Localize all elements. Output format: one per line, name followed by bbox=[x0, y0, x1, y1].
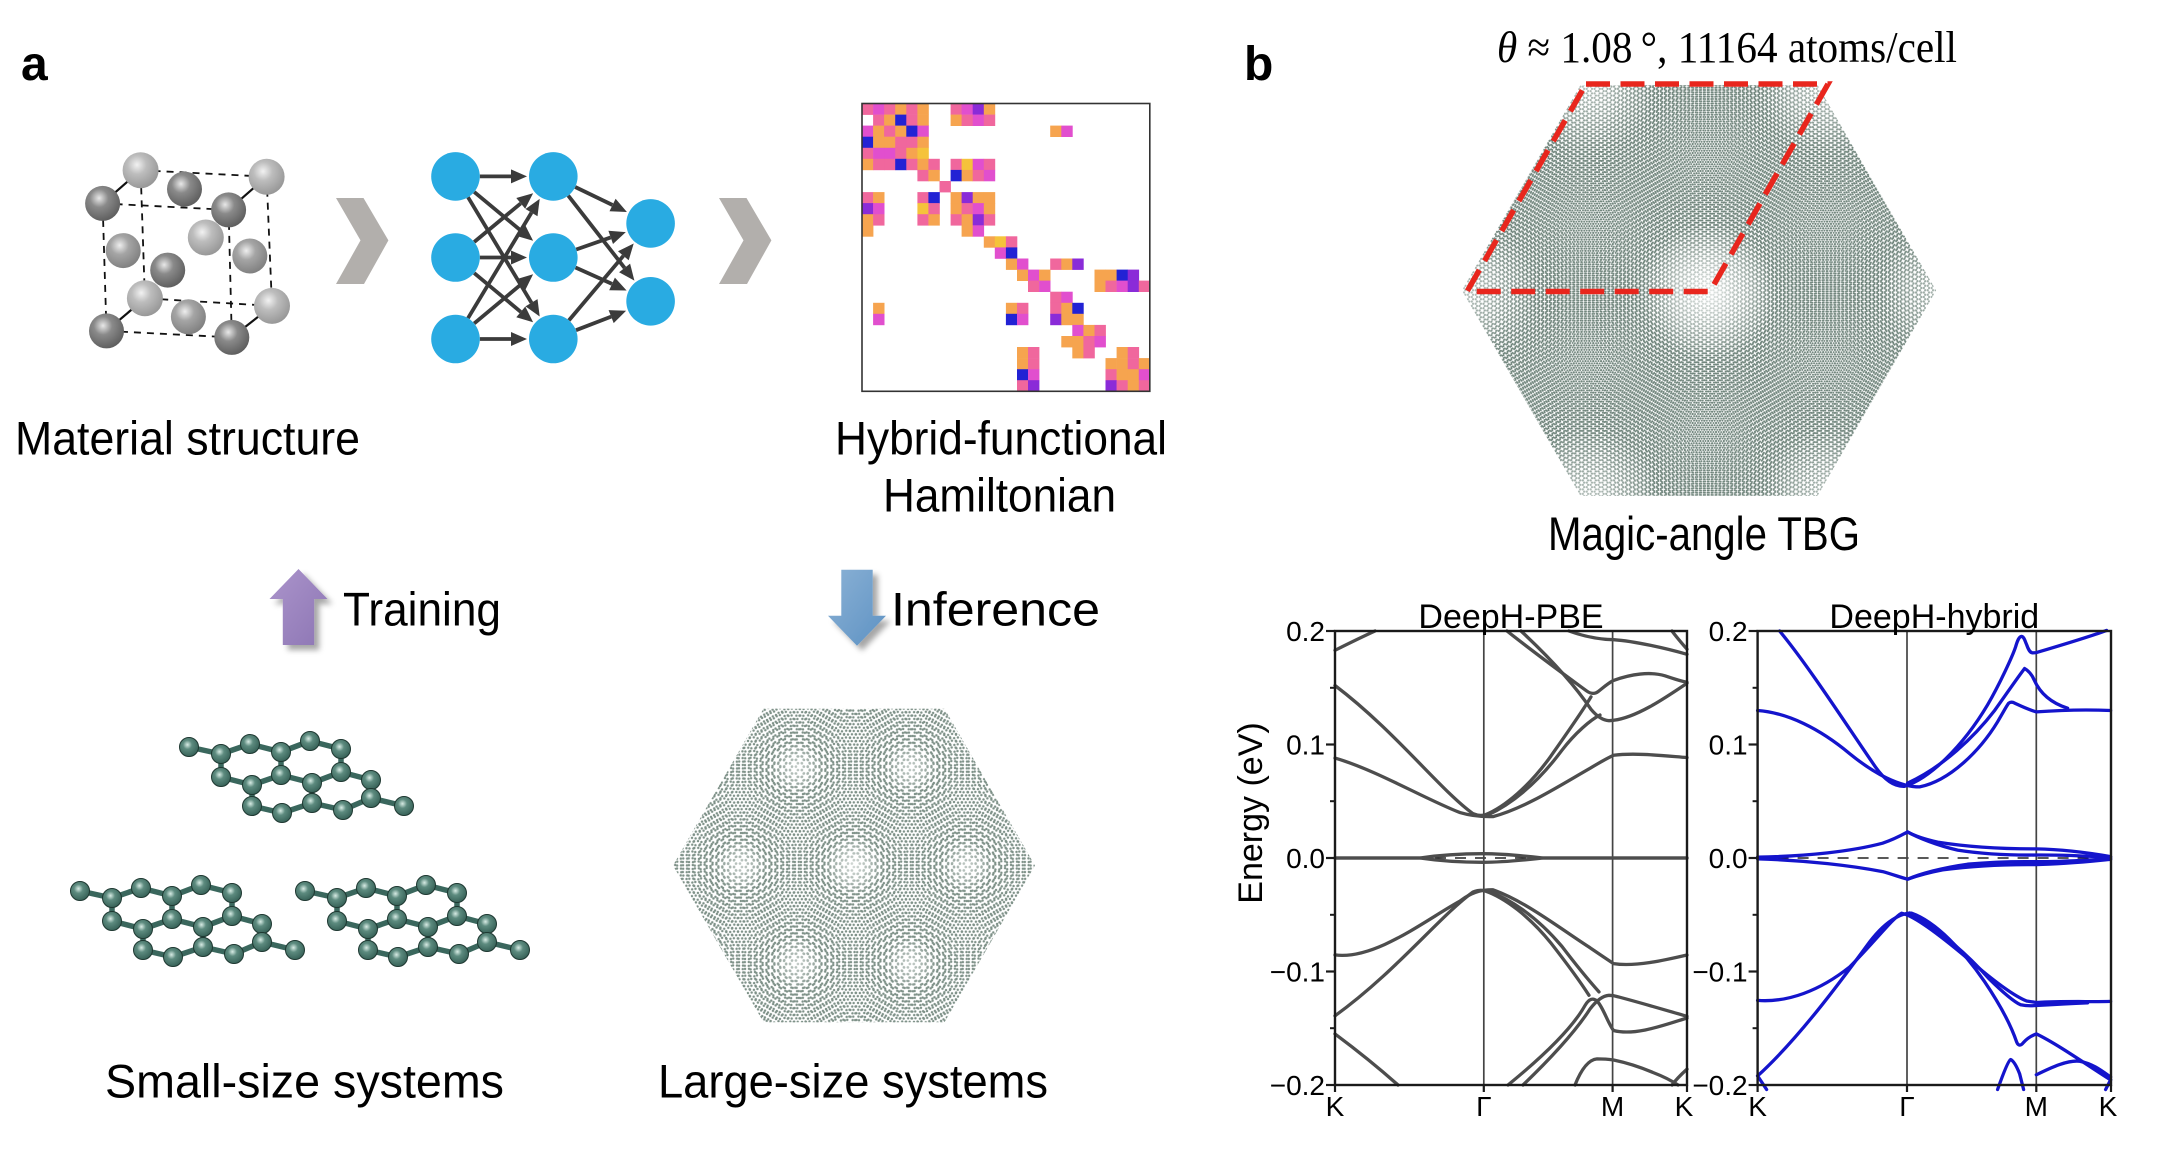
svg-text:K: K bbox=[2099, 1091, 2118, 1122]
svg-text:Small-size systems: Small-size systems bbox=[105, 1055, 504, 1108]
svg-text:−0.2: −0.2 bbox=[1270, 1070, 1325, 1101]
svg-text:Inference: Inference bbox=[891, 583, 1100, 636]
svg-text:Γ: Γ bbox=[1899, 1091, 1914, 1122]
svg-text:θ ≈ 1.08 °, 11164 atoms/cell: θ ≈ 1.08 °, 11164 atoms/cell bbox=[1497, 23, 1957, 72]
svg-text:Magic-angle TBG: Magic-angle TBG bbox=[1548, 507, 1860, 560]
svg-text:b: b bbox=[1244, 38, 1273, 91]
svg-text:0.0: 0.0 bbox=[1286, 843, 1325, 874]
svg-text:Large-size systems: Large-size systems bbox=[658, 1055, 1048, 1108]
svg-text:0.0: 0.0 bbox=[1709, 843, 1748, 874]
svg-text:0.2: 0.2 bbox=[1286, 616, 1325, 647]
svg-text:DeepH-PBE: DeepH-PBE bbox=[1418, 598, 1603, 636]
svg-text:Γ: Γ bbox=[1476, 1091, 1491, 1122]
svg-text:−0.1: −0.1 bbox=[1270, 957, 1325, 988]
svg-text:Hybrid-functional: Hybrid-functional bbox=[835, 412, 1167, 465]
svg-text:Hamiltonian: Hamiltonian bbox=[883, 469, 1116, 522]
svg-text:Material structure: Material structure bbox=[15, 412, 360, 465]
svg-text:Energy (eV): Energy (eV) bbox=[1232, 722, 1270, 903]
svg-text:M: M bbox=[1601, 1091, 1624, 1122]
svg-text:K: K bbox=[1748, 1091, 1767, 1122]
svg-text:K: K bbox=[1326, 1091, 1345, 1122]
svg-text:a: a bbox=[21, 38, 48, 91]
svg-text:−0.1: −0.1 bbox=[1692, 957, 1747, 988]
svg-text:0.2: 0.2 bbox=[1709, 616, 1748, 647]
svg-text:DeepH-hybrid: DeepH-hybrid bbox=[1829, 598, 2039, 636]
svg-text:Training: Training bbox=[343, 583, 501, 636]
svg-text:0.1: 0.1 bbox=[1709, 730, 1748, 761]
svg-text:0.1: 0.1 bbox=[1286, 730, 1325, 761]
svg-text:−0.2: −0.2 bbox=[1692, 1070, 1747, 1101]
svg-text:K: K bbox=[1675, 1091, 1694, 1122]
svg-text:M: M bbox=[2025, 1091, 2048, 1122]
